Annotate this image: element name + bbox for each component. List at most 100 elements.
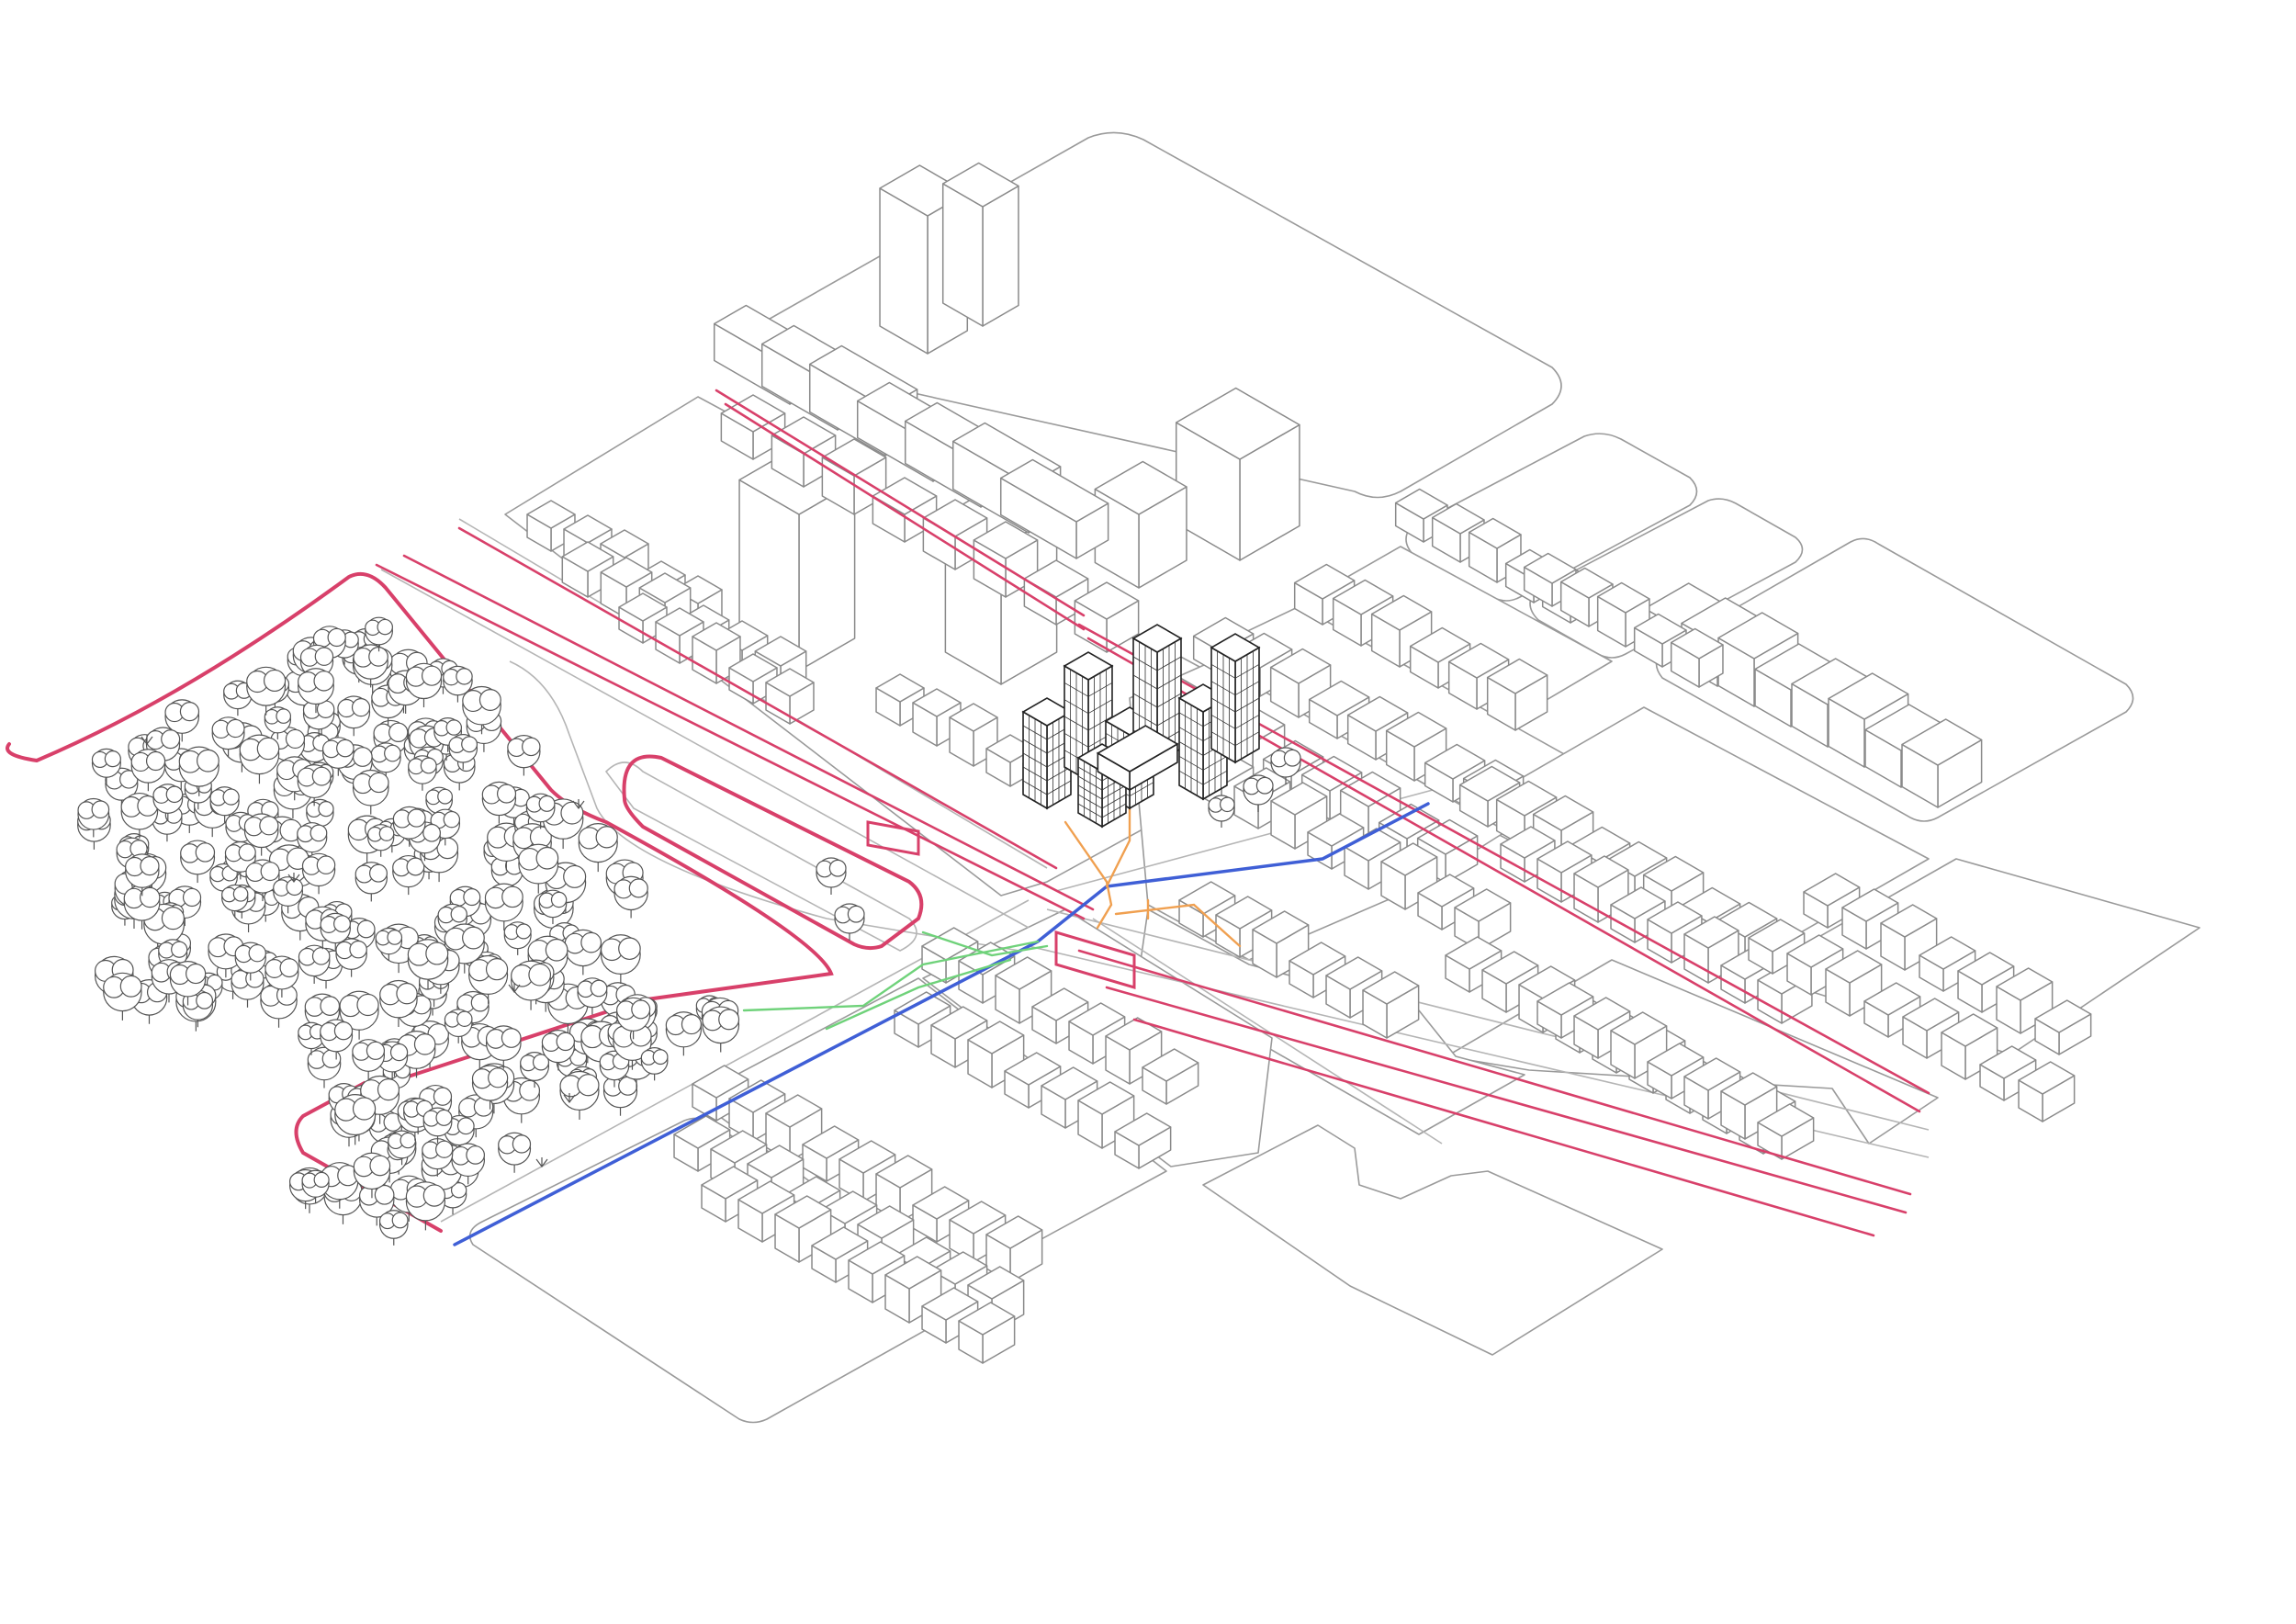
tree-icon	[211, 716, 245, 758]
row-south-e	[884, 1256, 942, 1324]
row-east-i	[1996, 967, 2054, 1034]
tree-icon	[337, 695, 371, 737]
tree-icon	[298, 668, 334, 714]
tree-icon	[388, 1130, 417, 1166]
row-south-e	[774, 1195, 832, 1263]
route-north-diagonal-1	[715, 389, 1086, 617]
row-east-d	[1380, 842, 1438, 910]
tree-icon	[378, 1210, 409, 1246]
route-boulevard-2	[402, 554, 1095, 911]
tree-icon	[353, 1152, 391, 1199]
project-module-1	[1021, 697, 1073, 810]
shrub-icon	[287, 873, 300, 883]
row-se-b	[1647, 1043, 1705, 1100]
tree-icon	[613, 1021, 652, 1070]
tree-icon	[422, 1107, 453, 1144]
tree-icon	[339, 990, 379, 1040]
tree-icon	[209, 786, 240, 823]
tower-highrise-1	[738, 446, 856, 671]
shrub-icon	[141, 735, 153, 745]
tree-icon	[301, 852, 336, 895]
route-south-3	[1132, 1018, 1875, 1237]
row-center-a	[1362, 971, 1420, 1039]
tree-icon	[520, 1052, 550, 1088]
tree-icon	[379, 979, 418, 1028]
tree-icon	[600, 934, 641, 985]
tree-icon	[264, 706, 292, 739]
tree-icon	[577, 977, 608, 1015]
tree-icon	[358, 1182, 395, 1226]
tree-icon	[234, 942, 266, 981]
tree-icon	[443, 665, 473, 703]
tree-icon	[462, 685, 501, 735]
row-north-a	[999, 458, 1109, 559]
row-east-i	[1880, 904, 1938, 971]
route-south-1	[1077, 949, 1912, 1196]
tree-icon	[130, 749, 166, 792]
tree-icon	[297, 764, 332, 806]
project-building-cluster	[1021, 624, 1261, 829]
row-south-e	[958, 1302, 1016, 1364]
tree-icon	[665, 1011, 702, 1056]
block-east-2	[1655, 537, 2134, 822]
row-south-c	[985, 1215, 1043, 1283]
tree-icon	[352, 1039, 386, 1079]
tree-icon	[1208, 795, 1235, 828]
tree-icon	[301, 1169, 330, 1204]
tree-icon	[1270, 747, 1301, 784]
tree-icon	[511, 960, 552, 1010]
tree-icon	[360, 1075, 400, 1124]
row-south-b	[1114, 1112, 1172, 1169]
route-station-east	[1054, 930, 1136, 990]
tree-icon	[353, 644, 388, 688]
tree-icon	[559, 1070, 600, 1120]
row-hr-c	[728, 653, 778, 705]
tree-icon	[613, 875, 648, 919]
tree-icon	[123, 884, 161, 930]
tree-icon	[702, 1006, 740, 1053]
tree-icon	[246, 666, 287, 716]
tree-icon	[377, 1041, 409, 1080]
tree-icon	[169, 961, 207, 1006]
row-east-d	[1270, 782, 1328, 850]
row-east-i	[2034, 999, 2092, 1055]
row-ne-b	[1596, 581, 1650, 648]
route-north-diagonal-2	[724, 402, 1086, 631]
tree-icon	[164, 699, 200, 742]
row-south-a	[995, 956, 1052, 1024]
tree-icon	[178, 746, 219, 796]
row-se-b	[1757, 1103, 1815, 1160]
row-ne-b	[1670, 627, 1724, 688]
row-east-b	[1385, 711, 1447, 782]
row-east-g	[1901, 718, 1983, 808]
shrub-icon	[572, 799, 585, 809]
route-boulevard-3	[457, 526, 1058, 870]
tree-icon	[264, 955, 299, 998]
tree-icon	[407, 939, 449, 990]
tree-icon	[370, 742, 401, 780]
tree-icon	[320, 912, 351, 951]
tree-icon	[498, 1132, 532, 1173]
tree-icon	[616, 997, 651, 1040]
row-hr-d	[875, 673, 925, 727]
row-east-b	[1269, 648, 1332, 718]
tree-icon	[304, 993, 341, 1037]
tree-icon	[223, 680, 253, 716]
tree-icon	[518, 843, 559, 894]
tree-icon	[392, 806, 426, 847]
shrub-icon	[508, 983, 521, 993]
row-east-h	[2018, 1061, 2076, 1122]
tree-icon	[375, 927, 403, 961]
project-module-5	[1177, 683, 1229, 801]
tree-icon	[239, 734, 280, 784]
row-se-b	[1720, 1072, 1778, 1140]
tree-icon	[299, 644, 334, 686]
building-masses	[526, 162, 2092, 1364]
tree-icon	[103, 972, 142, 1021]
tree-icon	[481, 781, 517, 824]
row-east-h	[1825, 950, 1883, 1017]
tree-icon	[125, 853, 160, 897]
tree-icon	[355, 862, 388, 902]
